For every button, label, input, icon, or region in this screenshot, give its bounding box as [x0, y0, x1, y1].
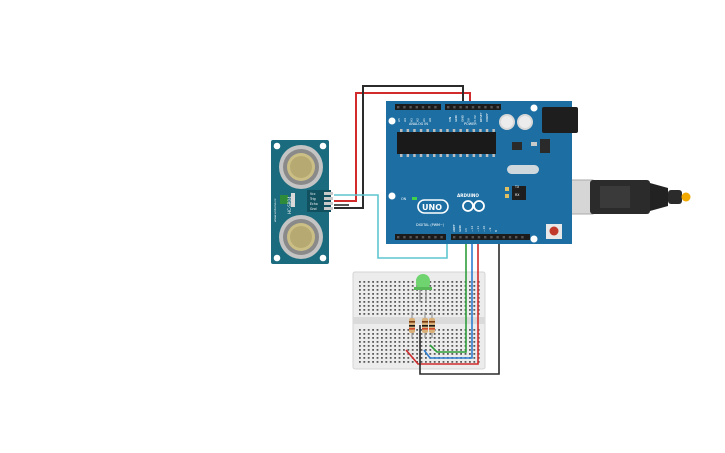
digital-pin-label-3: ~12: [470, 226, 474, 232]
sensor-site-label: www.arduino.cc: [273, 198, 277, 222]
resistor-1[interactable]: [409, 312, 415, 338]
pin-label-trig: Trig: [309, 197, 316, 201]
digital-pin-label-7: 8: [494, 230, 498, 232]
power-pin-label-4: 3.3V: [473, 114, 477, 122]
uno-label: UNO: [422, 203, 442, 212]
sensor-pins: [324, 192, 333, 210]
power-label: POWER: [464, 122, 477, 126]
capacitors: [499, 114, 533, 130]
power-pin-label-3: 5V: [467, 117, 471, 122]
sensor-model-label: HC-SR04: [287, 196, 292, 214]
tx-label: TX: [514, 185, 520, 189]
crystal-oscillator: [507, 165, 539, 174]
arduino-brand-label: ARDUINO: [457, 193, 479, 198]
header-holes: [397, 106, 524, 239]
wire-black-bottom: [419, 238, 500, 375]
resistors: [409, 312, 435, 338]
power-pin-label-1: GND: [454, 114, 458, 122]
power-pin-label-2: GND: [460, 114, 464, 122]
resistor-2[interactable]: [422, 312, 428, 338]
wire-red-pin: [405, 238, 479, 365]
analog-pin-label-5: A0: [428, 118, 432, 122]
power-pin-label-6: IOREF: [485, 113, 489, 122]
digital-pin-label-4: ~11: [476, 226, 480, 232]
wire-blue: [423, 238, 473, 359]
analog-pin-label-4: A1: [422, 118, 426, 122]
pin-label-echo: Echo: [310, 202, 318, 206]
resistor-3[interactable]: [429, 312, 435, 338]
digital-pin-label-2: 13: [464, 228, 468, 232]
transducer-bottom: [279, 215, 323, 259]
digital-pwm-label: DIGITAL (PWM~): [416, 223, 445, 227]
digital-pin-label-6: ~9: [488, 227, 492, 232]
digital-pin-label-1: GND: [458, 224, 462, 232]
wire-red-5v: [334, 92, 471, 202]
led[interactable]: [414, 274, 432, 302]
power-pin-label-0: VIN: [448, 117, 452, 122]
ultrasonic-sensor[interactable]: Vcc Trig Echo Gnd HC-SR04 www.arduino.cc: [271, 140, 333, 264]
wire-green: [429, 238, 467, 353]
transducer-top: [279, 145, 323, 189]
analog-pin-label-0: A5: [397, 118, 401, 122]
dc-power-jack[interactable]: [542, 107, 578, 133]
arduino-logo: UNO ARDUINO: [417, 193, 485, 214]
wire-black-gnd: [334, 85, 464, 209]
digital-pin-label-5: ~10: [482, 226, 486, 232]
analog-pin-label-3: A2: [416, 118, 420, 122]
wires: [334, 85, 500, 375]
analog-pin-label-2: A3: [409, 118, 413, 122]
digital-pin-label-0: AREF: [452, 224, 456, 232]
infinity-icon: [462, 200, 485, 212]
analog-pin-label-1: A4: [403, 118, 407, 122]
sensor-mount-hole: [273, 142, 281, 150]
atmega-chip: [397, 129, 496, 157]
pin-label-gnd: Gnd: [310, 207, 317, 211]
wire-cyan-echo: [334, 194, 448, 259]
on-label: ON: [401, 197, 407, 201]
pin-label-vcc: Vcc: [310, 192, 316, 196]
rx-label: RX: [515, 193, 520, 197]
reset-button[interactable]: [546, 224, 562, 239]
analog-in-label: ANALOG IN: [409, 122, 428, 126]
digital-header-left[interactable]: [395, 234, 446, 240]
power-pin-label-5: RESET: [479, 112, 483, 122]
